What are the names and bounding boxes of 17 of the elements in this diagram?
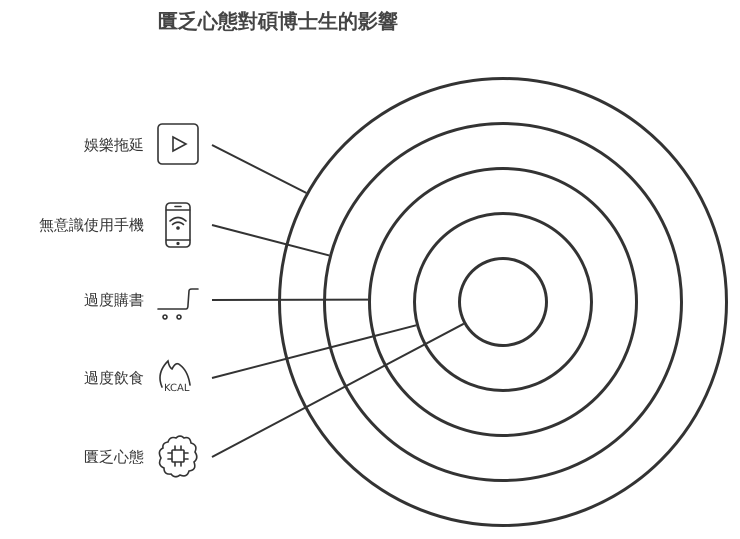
- ring: [278, 77, 728, 527]
- leader-line: [212, 144, 307, 194]
- leader-line: [212, 298, 368, 301]
- leader-line: [212, 224, 330, 256]
- item-label: 過度飲食: [84, 368, 144, 388]
- ring: [413, 212, 593, 392]
- item-label: 娛樂拖延: [84, 136, 144, 154]
- leader-line: [212, 324, 416, 379]
- title: 匱乏心態對碩博士生的影響: [158, 8, 398, 35]
- ring: [368, 167, 638, 437]
- ring: [323, 122, 683, 482]
- item-label: 過度購書: [84, 290, 144, 310]
- leader-line: [212, 322, 464, 458]
- icon-caption: KCAL: [164, 384, 190, 394]
- item-label: 匱乏心態: [84, 448, 144, 466]
- ring: [458, 257, 548, 347]
- item-label: 無意識使用手機: [39, 216, 144, 234]
